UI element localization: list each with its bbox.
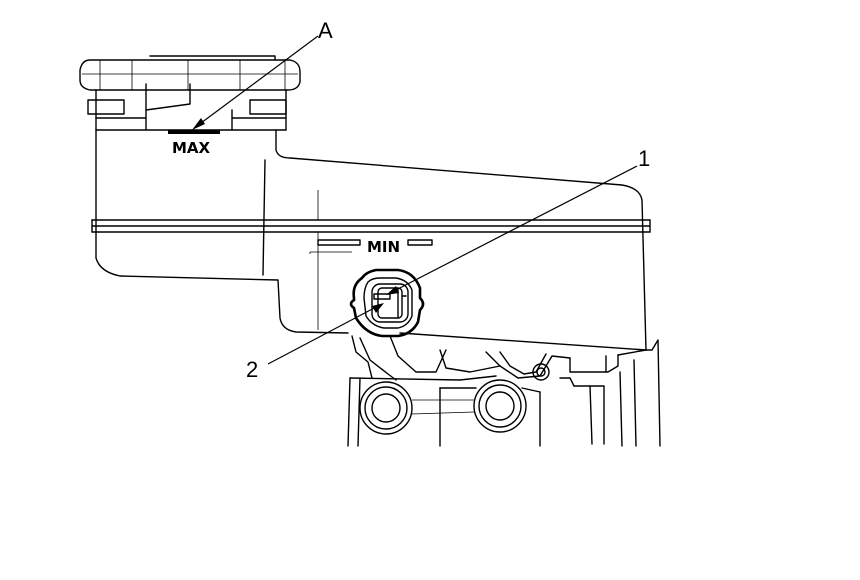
leader-2 [267,305,379,365]
reservoir-cap [79,55,301,131]
max-label: MAX [172,139,211,157]
leader-1 [391,165,638,293]
callout-1-label: 1 [638,146,650,171]
level-marks: MAX MIN [168,130,433,256]
leader-a [196,35,319,127]
min-line-left [317,239,361,246]
fluid-level-sensor-connector [349,268,425,338]
callout-2-label: 2 [246,357,258,382]
master-cylinder-housing [347,335,661,447]
max-line [168,130,220,134]
callout-a-label: A [318,18,333,43]
reservoir-body [91,129,651,351]
min-label: MIN [367,238,400,256]
min-line-right [407,239,433,246]
leader-lines [192,35,638,365]
